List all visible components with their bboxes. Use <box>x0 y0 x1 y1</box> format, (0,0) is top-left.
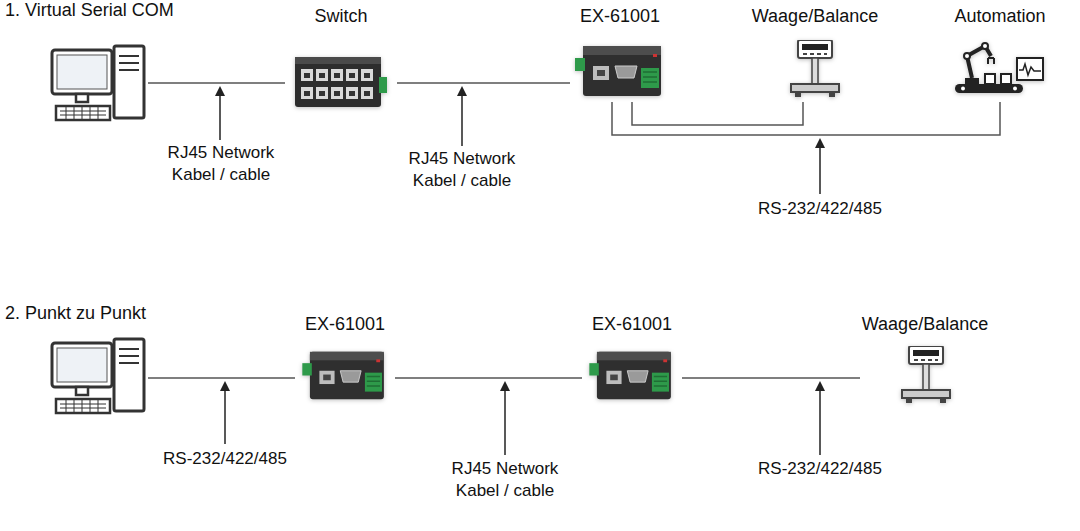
serial-bus-line <box>632 102 803 125</box>
serial-bus-line <box>612 102 1000 135</box>
cable-label: RJ45 Network Kabel / cable <box>397 148 527 192</box>
device-node: Automation <box>945 4 1055 102</box>
device-name: EX-61001 <box>305 312 385 336</box>
cable-line <box>682 377 860 379</box>
device-name: Automation <box>954 4 1045 28</box>
device-node: EX-61001 <box>582 312 682 404</box>
leader-arrow <box>219 91 221 140</box>
cable-label: RJ45 Network Kabel / cable <box>440 458 570 502</box>
cable-label: RJ45 Network Kabel / cable <box>156 142 286 186</box>
network-wire <box>148 82 285 84</box>
device-name: EX-61001 <box>580 4 660 28</box>
cable-line <box>395 377 582 379</box>
device-icon <box>300 348 390 403</box>
device-icon-shape <box>302 352 384 399</box>
section-heading: 1. Virtual Serial COM <box>5 0 174 21</box>
leader-arrow <box>224 386 226 444</box>
device-icon-shape <box>295 57 387 107</box>
cable-label: RS-232/422/485 <box>150 448 300 470</box>
device-icon <box>900 346 952 406</box>
device-node: Switch <box>285 4 397 112</box>
device-name: EX-61001 <box>592 312 672 336</box>
device-icon-shape <box>575 46 661 96</box>
leader-arrow <box>504 386 506 455</box>
device-icon-shape <box>902 346 950 403</box>
device-name: Switch <box>314 4 367 28</box>
cable-label: RS-232/422/485 <box>745 458 895 480</box>
device-icon <box>587 348 677 403</box>
computer-icon <box>52 46 144 120</box>
device-name: Waage/Balance <box>752 4 878 28</box>
device-icon-shape <box>791 40 839 97</box>
device-icon <box>955 40 1045 100</box>
device-icon <box>789 40 841 100</box>
cable-label: RS-232/422/485 <box>745 198 895 220</box>
leader-arrow <box>819 386 821 455</box>
device-node: Waage/Balance <box>750 4 880 102</box>
computer-icon <box>52 339 144 413</box>
device-icon <box>575 42 665 100</box>
device-node: EX-61001 <box>295 312 395 404</box>
serial-wire <box>148 377 295 379</box>
device-icon-shape <box>589 352 671 399</box>
device-icon <box>295 55 387 108</box>
section-heading: 2. Punkt zu Punkt <box>5 302 146 324</box>
device-node: EX-61001 <box>570 4 670 102</box>
cable-line <box>397 82 570 84</box>
device-name: Waage/Balance <box>862 312 988 336</box>
device-node: Waage/Balance <box>860 312 990 410</box>
leader-arrow <box>461 91 463 146</box>
leader-arrow <box>819 143 821 194</box>
device-icon-shape <box>955 43 1043 93</box>
